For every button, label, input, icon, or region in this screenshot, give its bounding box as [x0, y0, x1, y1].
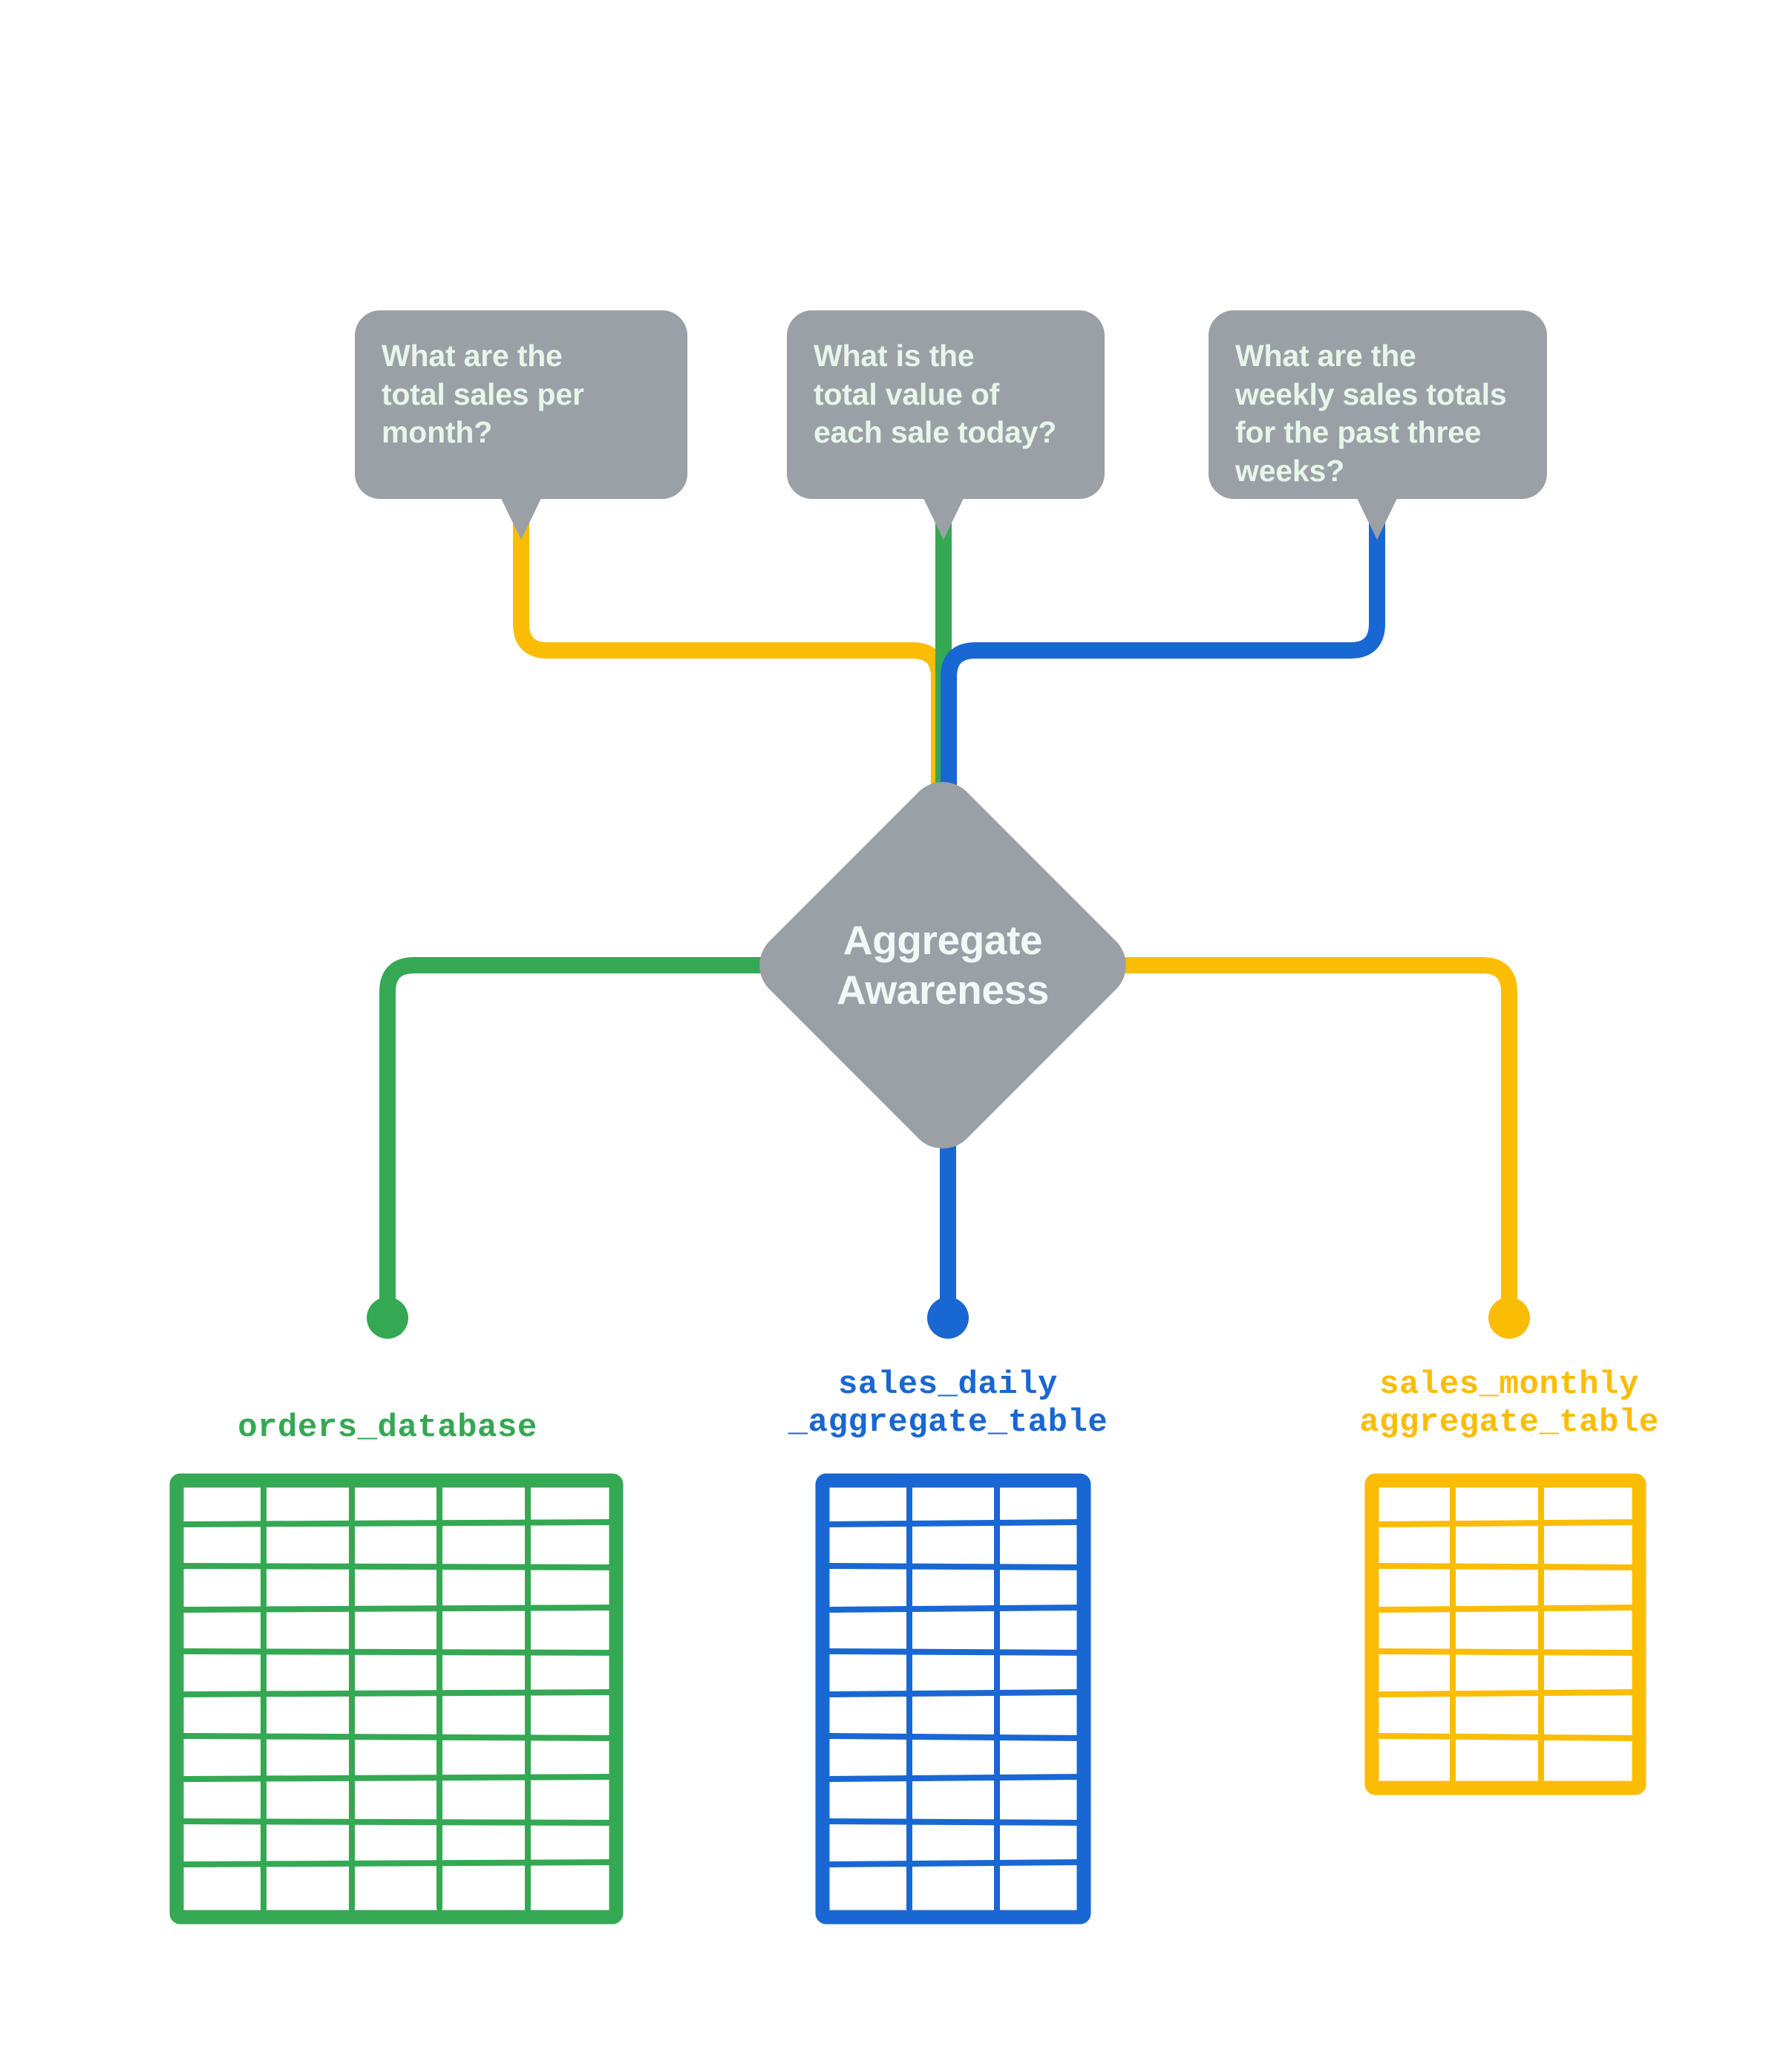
wire-hub-to-sales-monthly: [1114, 957, 1517, 1321]
wire-monthly-question: [513, 491, 947, 795]
endpoint-dot-orders: [367, 1297, 408, 1339]
question-bubble-daily-text: What is the total value of each sale tod…: [814, 339, 1057, 450]
question-bubble-monthly[interactable]: What are the total sales per month?: [355, 310, 687, 499]
table-orders-database[interactable]: [169, 1473, 624, 1925]
question-bubble-weekly-text: What are the weekly sales totals for the…: [1235, 339, 1507, 488]
question-bubble-weekly-tail: [1355, 494, 1399, 540]
question-bubble-daily[interactable]: What is the total value of each sale tod…: [787, 310, 1105, 499]
table-caption-orders: orders_database: [238, 1409, 537, 1446]
question-bubble-daily-tail: [921, 494, 966, 540]
endpoint-dot-sales-monthly: [1488, 1297, 1530, 1339]
table-caption-sales-daily: sales_daily _aggregate_table: [788, 1366, 1108, 1442]
table-sales-monthly-aggregate[interactable]: [1364, 1473, 1647, 1795]
question-bubble-weekly[interactable]: What are the weekly sales totals for the…: [1209, 310, 1547, 499]
aggregate-awareness-node[interactable]: Aggregate Awareness: [745, 768, 1140, 1163]
wire-weekly-question: [941, 491, 1385, 795]
question-bubble-monthly-tail: [499, 494, 543, 540]
table-sales-daily-aggregate[interactable]: [815, 1473, 1091, 1925]
table-caption-sales-monthly: sales_monthly aggregate_table: [1359, 1366, 1659, 1442]
wire-hub-to-orders: [379, 957, 774, 1321]
endpoint-dot-sales-daily: [927, 1297, 969, 1339]
aggregate-awareness-label: Aggregate Awareness: [837, 916, 1049, 1013]
question-bubble-monthly-text: What are the total sales per month?: [382, 339, 584, 450]
